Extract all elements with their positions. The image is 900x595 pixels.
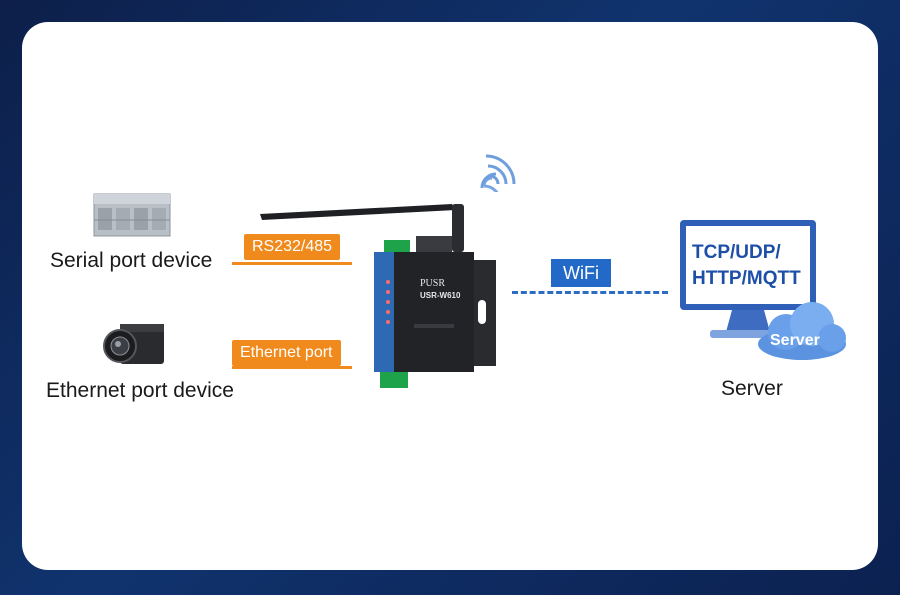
rs232-tag: RS232/485 bbox=[244, 234, 341, 260]
camera-device-icon bbox=[100, 320, 166, 368]
ethernet-connector-line bbox=[232, 366, 352, 369]
wifi-tag: WiFi bbox=[551, 259, 611, 287]
rs232-connector-line bbox=[232, 262, 352, 265]
protocol-line-1: TCP/UDP/ bbox=[692, 242, 781, 263]
device-brand: PUSR bbox=[420, 278, 446, 289]
wifi-connection-line bbox=[512, 291, 668, 294]
server-monitor-icon bbox=[680, 220, 820, 350]
serial-device-label: Serial port device bbox=[50, 249, 213, 272]
plc-device-icon bbox=[92, 190, 172, 240]
cloud-icon bbox=[752, 300, 852, 362]
protocol-line-2: HTTP/MQTT bbox=[692, 268, 801, 289]
cloud-label: Server bbox=[770, 332, 820, 349]
ethernet-tag: Ethernet port bbox=[232, 340, 341, 366]
wireless-signal-icon bbox=[476, 146, 522, 203]
device-model: USR-W610 bbox=[420, 291, 461, 300]
ethernet-device-label: Ethernet port device bbox=[46, 379, 234, 402]
server-label: Server bbox=[721, 377, 783, 400]
router-device bbox=[256, 196, 506, 396]
